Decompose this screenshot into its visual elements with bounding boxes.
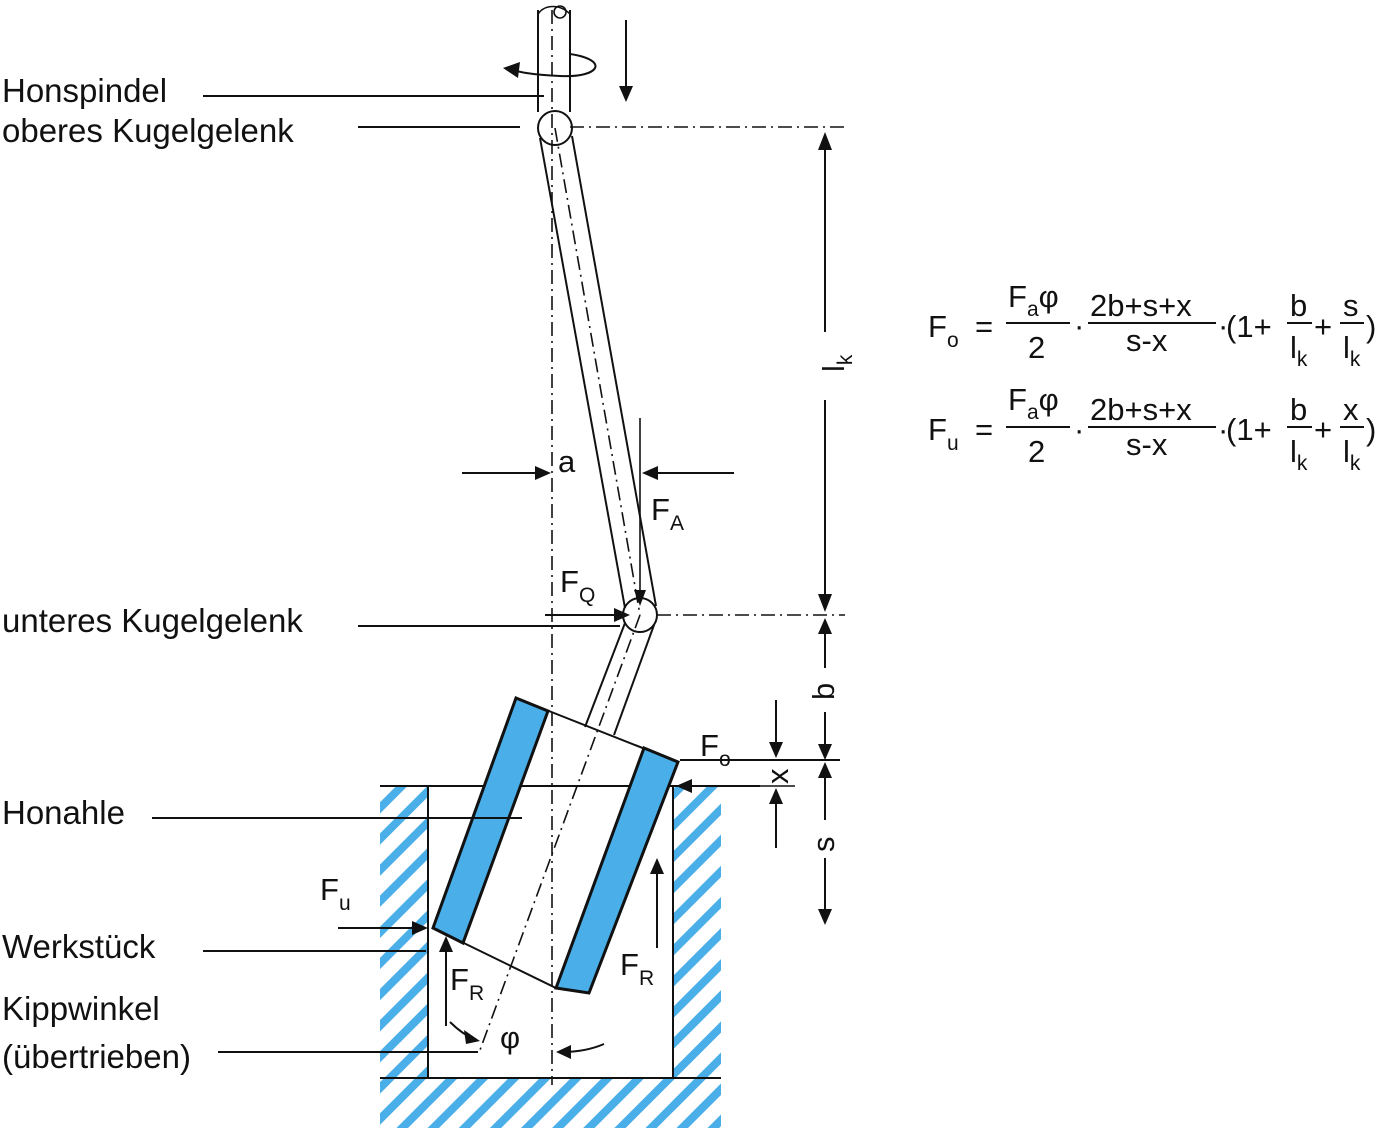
x-symbol: x xyxy=(760,768,795,784)
svg-text:·: · xyxy=(1074,308,1084,343)
b-symbol: b xyxy=(806,683,841,700)
lk-symbol: l xyxy=(816,365,851,372)
lk-subscript: k xyxy=(834,354,857,365)
svg-text:·: · xyxy=(1074,412,1084,447)
honspindel-shaft xyxy=(503,5,597,112)
feed-arrow xyxy=(619,20,633,102)
svg-text:lk: lk xyxy=(1290,434,1308,475)
svg-text:lk: lk xyxy=(816,354,857,372)
force-fa: FA xyxy=(634,492,684,606)
svg-text:Faφ: Faφ xyxy=(1008,279,1059,321)
svg-text:(1+: (1+ xyxy=(1226,309,1272,344)
svg-text:2: 2 xyxy=(1028,434,1045,469)
dimension-lk: lk xyxy=(816,132,857,612)
svg-text:·: · xyxy=(1218,308,1228,343)
svg-text:x: x xyxy=(1343,392,1359,427)
svg-text:lk: lk xyxy=(1290,330,1308,371)
svg-text:(1+: (1+ xyxy=(1226,412,1272,447)
label-werkstueck: Werkstück xyxy=(2,928,156,965)
svg-text:s-x: s-x xyxy=(1126,427,1168,462)
upper-ball-joint xyxy=(537,110,573,146)
link-rod xyxy=(539,127,657,616)
hone-neck xyxy=(479,614,655,1051)
leader-lines xyxy=(152,95,620,1053)
force-fq: FQ xyxy=(545,564,630,622)
dimension-s: s xyxy=(806,762,841,925)
honing-stone-left xyxy=(431,696,550,946)
svg-text:Fo: Fo xyxy=(700,728,731,771)
phi-symbol: φ xyxy=(500,1020,520,1055)
svg-text:+: + xyxy=(1314,412,1332,447)
svg-text:=: = xyxy=(975,412,993,447)
dimension-b: b xyxy=(806,618,841,760)
honahle xyxy=(431,696,680,995)
label-oberes-kugelgelenk: oberes Kugelgelenk xyxy=(2,112,294,149)
formula-fo: Fo = Faφ 2 · 2b+s+x s-x · (1+ b lk + s l… xyxy=(928,279,1376,371)
svg-text:FR: FR xyxy=(450,962,484,1005)
svg-text:·: · xyxy=(1218,412,1228,447)
svg-text:FQ: FQ xyxy=(560,564,595,607)
label-kippwinkel: Kippwinkel xyxy=(2,990,160,1027)
tilt-angle: φ xyxy=(449,1020,605,1059)
svg-text:+: + xyxy=(1314,309,1332,344)
formula-fu: Fu = Faφ 2 · 2b+s+x s-x · (1+ b lk + x l… xyxy=(928,382,1376,475)
workpiece-right-wall xyxy=(673,786,721,1128)
svg-text:2b+s+x: 2b+s+x xyxy=(1090,392,1192,427)
dimension-x: x xyxy=(680,700,840,848)
workpiece-bottom xyxy=(380,1078,721,1128)
svg-text:2: 2 xyxy=(1028,330,1045,365)
svg-text:b: b xyxy=(1290,392,1307,427)
s-symbol: s xyxy=(806,837,841,853)
svg-text:): ) xyxy=(1366,309,1376,344)
svg-text:lk: lk xyxy=(1343,434,1361,475)
svg-text:s: s xyxy=(1343,288,1359,323)
workpiece xyxy=(380,785,760,1128)
svg-text:Fu: Fu xyxy=(320,872,351,915)
label-unteres-kugelgelenk: unteres Kugelgelenk xyxy=(2,602,303,639)
force-fr-left: FR xyxy=(439,936,484,1026)
svg-text:FA: FA xyxy=(651,492,684,535)
dimension-a: a xyxy=(462,418,734,596)
svg-text:Fu: Fu xyxy=(928,412,959,455)
workpiece-left-wall xyxy=(380,786,428,1128)
label-honahle: Honahle xyxy=(2,794,125,831)
force-fu: Fu xyxy=(320,872,428,935)
svg-text:FR: FR xyxy=(620,947,654,990)
svg-text:Fo: Fo xyxy=(928,309,959,352)
force-fr-right: FR xyxy=(620,858,664,990)
label-uebertrieben: (übertrieben) xyxy=(2,1038,191,1075)
svg-text:lk: lk xyxy=(1343,330,1361,371)
svg-text:Faφ: Faφ xyxy=(1008,382,1059,424)
svg-text:2b+s+x: 2b+s+x xyxy=(1090,288,1192,323)
svg-text:b: b xyxy=(1290,288,1307,323)
svg-text:=: = xyxy=(975,309,993,344)
svg-text:s-x: s-x xyxy=(1126,323,1168,358)
svg-text:): ) xyxy=(1366,412,1376,447)
label-honspindel: Honspindel xyxy=(2,72,167,109)
honing-stone-right xyxy=(553,746,680,995)
force-fo: Fo xyxy=(676,728,731,793)
a-symbol: a xyxy=(558,444,576,479)
